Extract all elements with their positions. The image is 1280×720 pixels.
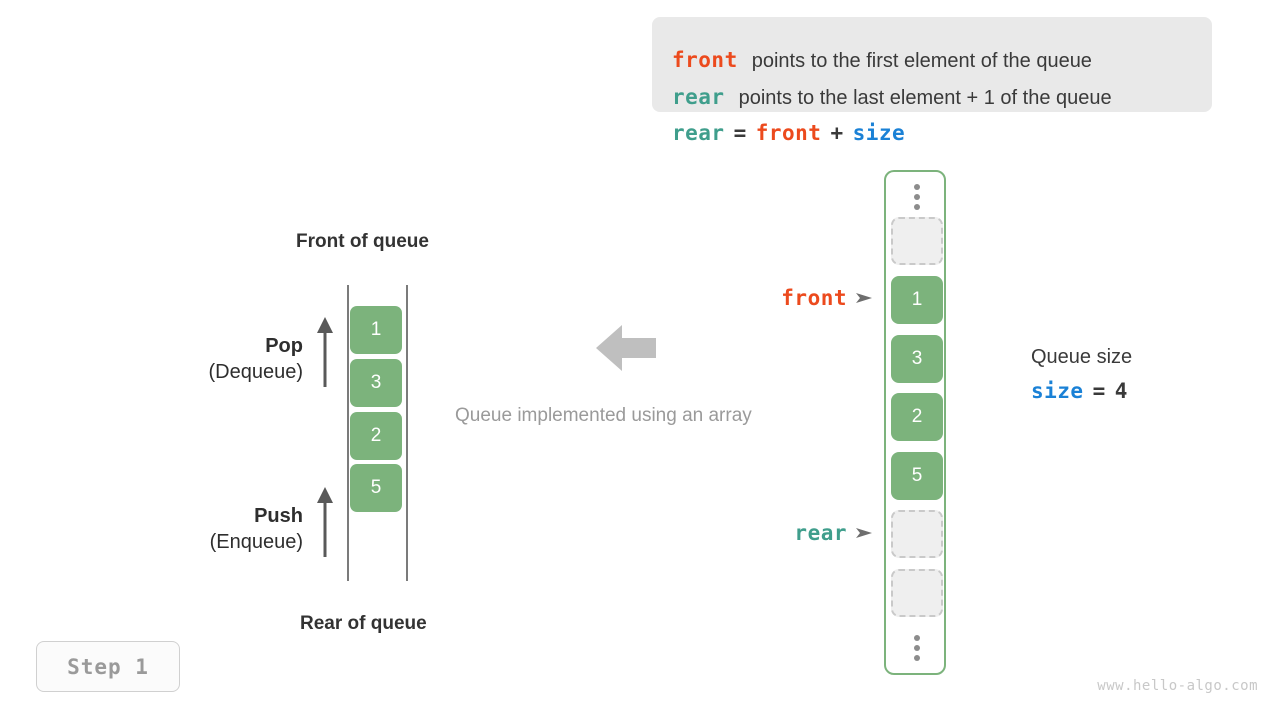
queue-cell: 2 xyxy=(350,412,402,460)
legend-key-front: front xyxy=(672,48,738,72)
array-slot-filled: 5 xyxy=(891,452,943,500)
formula-rhs-front: front xyxy=(755,121,822,145)
arrowhead-right-icon xyxy=(856,528,872,538)
pop-title: Pop xyxy=(265,335,303,357)
formula-lhs: rear xyxy=(672,121,725,145)
size-key: size xyxy=(1031,379,1084,403)
array-slot-empty xyxy=(891,569,943,617)
arrowhead-right-icon xyxy=(856,293,872,303)
push-title: Push xyxy=(254,505,303,527)
queue-cell: 1 xyxy=(350,306,402,354)
pop-operation-label: Pop (Dequeue) xyxy=(148,334,303,385)
push-up-arrow-icon xyxy=(317,487,333,557)
array-slot-filled: 3 xyxy=(891,335,943,383)
queue-cell: 3 xyxy=(350,359,402,407)
array-slot-empty xyxy=(891,217,943,265)
queue-size-annotation: Queue size size = 4 xyxy=(1031,344,1132,403)
watermark: www.hello-algo.com xyxy=(1097,678,1258,694)
rear-pointer: rear xyxy=(700,521,872,545)
array-container: 1 3 2 5 xyxy=(884,170,946,675)
push-subtitle: (Enqueue) xyxy=(209,531,303,553)
ellipsis-bottom-icon xyxy=(886,635,948,661)
size-value: 4 xyxy=(1114,379,1128,403)
push-operation-label: Push (Enqueue) xyxy=(148,504,303,555)
front-of-queue-label: Front of queue xyxy=(296,231,429,252)
rear-of-queue-label: Rear of queue xyxy=(300,613,427,634)
queue-size-title: Queue size xyxy=(1031,346,1133,368)
formula-rear-equals-front-plus-size: rear = front + size xyxy=(672,121,905,145)
legend-text-rear: points to the last element + 1 of the qu… xyxy=(738,87,1112,109)
size-expression: size = 4 xyxy=(1031,379,1132,403)
array-slot-filled: 1 xyxy=(891,276,943,324)
queue-rail-right xyxy=(406,285,408,581)
ellipsis-top-icon xyxy=(886,184,948,210)
front-pointer: front xyxy=(700,286,872,310)
center-caption: Queue implemented using an array xyxy=(455,405,752,426)
left-arrow-icon xyxy=(596,325,656,371)
front-pointer-label: front xyxy=(781,286,847,310)
queue-cell: 5 xyxy=(350,464,402,512)
pop-up-arrow-icon xyxy=(317,317,333,387)
array-slot-filled: 2 xyxy=(891,393,943,441)
formula-equals: = xyxy=(733,121,747,145)
pop-subtitle: (Dequeue) xyxy=(208,361,303,383)
queue-rail-left xyxy=(347,285,349,581)
legend-text-front: points to the first element of the queue xyxy=(751,50,1092,72)
legend-box: front points to the first element of the… xyxy=(652,17,1212,112)
legend-row-rear: rear points to the last element + 1 of t… xyxy=(672,85,1112,110)
step-badge: Step 1 xyxy=(36,641,180,692)
rear-pointer-label: rear xyxy=(794,521,847,545)
array-slot-empty xyxy=(891,510,943,558)
legend-key-rear: rear xyxy=(672,85,725,109)
formula-plus: + xyxy=(830,121,844,145)
legend-row-front: front points to the first element of the… xyxy=(672,48,1092,73)
formula-rhs-size: size xyxy=(852,121,906,145)
size-equals: = xyxy=(1092,379,1106,403)
